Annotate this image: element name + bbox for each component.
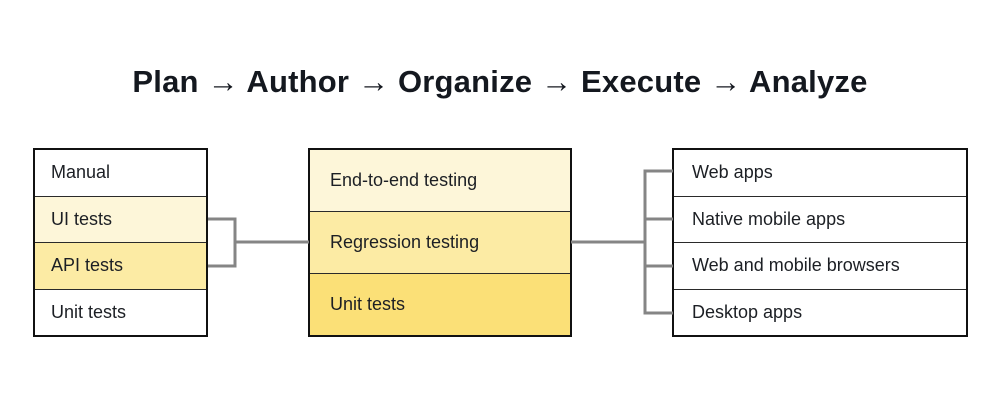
list-item-native-mobile-apps: Native mobile apps	[674, 195, 966, 242]
list-item-unit-tests: Unit tests	[35, 288, 206, 335]
list-item-unit-tests-level: Unit tests	[310, 273, 570, 335]
list-item-regression-testing: Regression testing	[310, 211, 570, 273]
page-title: Plan → Author → Organize → Execute → Ana…	[132, 64, 868, 99]
test-levels-box: End-to-end testing Regression testing Un…	[308, 148, 572, 337]
list-item-end-to-end-testing: End-to-end testing	[310, 150, 570, 211]
list-item-web-and-mobile-browsers: Web and mobile browsers	[674, 242, 966, 289]
list-item-ui-tests: UI tests	[35, 195, 206, 242]
list-item-web-apps: Web apps	[674, 150, 966, 196]
list-item-desktop-apps: Desktop apps	[674, 288, 966, 335]
connector-left-bracket	[208, 217, 309, 268]
platforms-box: Web apps Native mobile apps Web and mobi…	[672, 148, 968, 337]
list-item-api-tests: API tests	[35, 242, 206, 289]
list-item-manual: Manual	[35, 150, 206, 196]
test-types-box: Manual UI tests API tests Unit tests	[33, 148, 208, 337]
connector-right-bracket	[571, 169, 673, 315]
